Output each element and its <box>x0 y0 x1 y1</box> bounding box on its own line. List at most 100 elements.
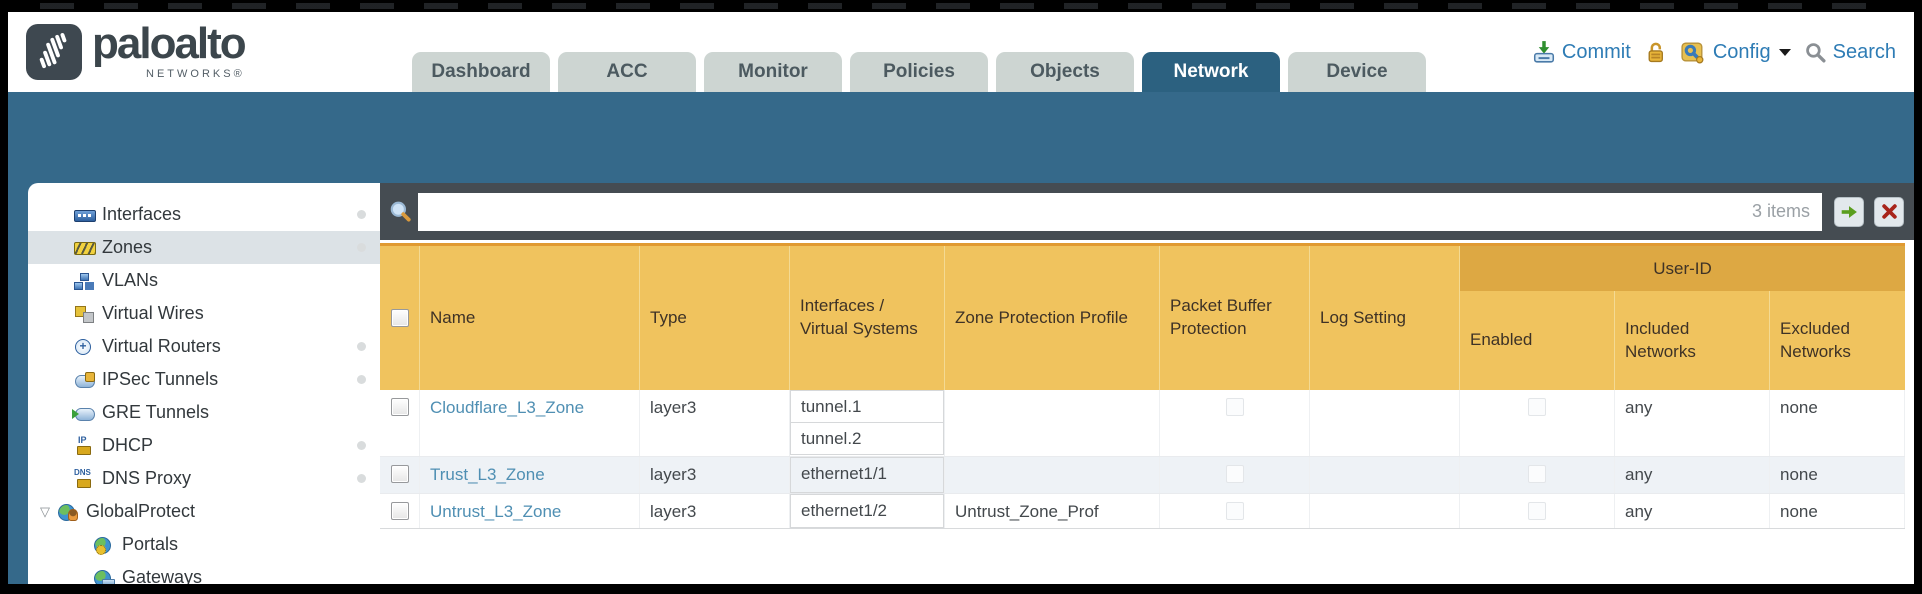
excluded-networks: none <box>1770 494 1905 528</box>
search-button[interactable]: Search <box>1804 41 1896 64</box>
zone-name-link[interactable]: Cloudflare_L3_Zone <box>420 390 640 456</box>
included-networks: any <box>1615 390 1770 456</box>
sidebar-item-globalprotect[interactable]: ▽ GlobalProtect <box>28 495 380 528</box>
sidebar-item-dns-proxy[interactable]: DNS Proxy <box>28 462 380 495</box>
filter-input[interactable] <box>418 192 1822 231</box>
user-id-group-header: User-ID <box>1460 246 1905 291</box>
brand-wordmark: paloalto <box>92 19 247 68</box>
tab-network[interactable]: Network <box>1142 52 1280 92</box>
zone-name-link[interactable]: Trust_L3_Zone <box>420 457 640 493</box>
table-row: Untrust_L3_Zone layer3 ethernet1/2 Untru… <box>380 493 1905 529</box>
user-id-enabled-checkbox[interactable] <box>1528 465 1546 483</box>
content-sidebar: Interfaces Zones VLANs Virtual Wires Vir… <box>28 183 380 584</box>
column-header-enabled[interactable]: Enabled <box>1460 291 1615 390</box>
user-id-enabled-checkbox[interactable] <box>1528 398 1546 416</box>
sidebar-item-vlans[interactable]: VLANs <box>28 264 380 297</box>
vlans-icon <box>74 272 94 290</box>
app-frame: ? Help <box>8 12 1914 584</box>
sidebar-item-virtual-routers[interactable]: Virtual Routers <box>28 330 380 363</box>
sidebar-item-virtual-wires[interactable]: Virtual Wires <box>28 297 380 330</box>
packet-buffer-protection-checkbox[interactable] <box>1225 398 1244 416</box>
zone-protection-profile: Untrust_Zone_Prof <box>945 494 1160 528</box>
user-id-column-group: User-ID Enabled Included Networks Exclud… <box>1460 246 1905 390</box>
sidebar-item-ipsec-tunnels[interactable]: IPSec Tunnels <box>28 363 380 396</box>
sidebar-item-gateways[interactable]: Gateways <box>28 561 380 584</box>
main-content: 3 items Name Type Interfaces / Virtual S… <box>380 183 1914 584</box>
tab-policies[interactable]: Policies <box>850 52 988 92</box>
sidebar-item-portals[interactable]: Portals <box>28 528 380 561</box>
column-header-interfaces[interactable]: Interfaces / Virtual Systems <box>790 246 945 390</box>
tab-dashboard[interactable]: Dashboard <box>412 52 550 92</box>
sidebar-item-label: Virtual Routers <box>102 336 221 356</box>
column-header-log-setting[interactable]: Log Setting <box>1310 246 1460 390</box>
interfaces-icon <box>74 207 96 223</box>
sidebar-item-label: DNS Proxy <box>102 468 192 488</box>
status-dot <box>357 210 366 219</box>
config-button[interactable]: Config <box>1680 40 1791 65</box>
row-checkbox[interactable] <box>390 465 409 483</box>
sidebar-item-label: GlobalProtect <box>86 501 196 521</box>
paloalto-logo-icon <box>26 24 82 80</box>
portals-icon <box>94 536 114 555</box>
select-all-checkbox[interactable] <box>390 309 409 327</box>
tab-objects[interactable]: Objects <box>996 52 1134 92</box>
filter-search-icon <box>388 200 412 224</box>
sidebar-item-interfaces[interactable]: Interfaces <box>28 198 380 231</box>
packet-buffer-protection-checkbox[interactable] <box>1225 502 1244 520</box>
packet-buffer-protection-checkbox[interactable] <box>1225 465 1244 483</box>
zone-type: layer3 <box>640 457 790 493</box>
included-networks: any <box>1615 494 1770 528</box>
tab-acc[interactable]: ACC <box>558 52 696 92</box>
row-checkbox[interactable] <box>390 502 409 520</box>
excluded-networks: none <box>1770 390 1905 456</box>
virtual-routers-icon <box>74 338 94 355</box>
row-checkbox[interactable] <box>390 398 409 416</box>
excluded-networks: none <box>1770 457 1905 493</box>
sidebar-item-label: Virtual Wires <box>102 303 204 323</box>
interface-value: tunnel.1 <box>790 390 944 423</box>
column-header-zone-protection-profile[interactable]: Zone Protection Profile <box>945 246 1160 390</box>
zones-icon <box>74 240 96 256</box>
sidebar-item-zones[interactable]: Zones <box>28 231 380 264</box>
sidebar-item-label: DHCP <box>102 435 154 455</box>
status-dot <box>357 441 366 450</box>
search-label: Search <box>1832 40 1896 63</box>
column-header-name[interactable]: Name <box>420 246 640 390</box>
table-row: Cloudflare_L3_Zone layer3 tunnel.1 tunne… <box>380 390 1905 456</box>
sidebar-item-dhcp[interactable]: DHCP <box>28 429 380 462</box>
commit-button[interactable]: Commit <box>1532 40 1631 64</box>
clear-filter-button[interactable] <box>1874 196 1904 227</box>
commit-label: Commit <box>1561 40 1631 63</box>
column-header-included-networks[interactable]: Included Networks <box>1615 291 1770 390</box>
expander-icon[interactable]: ▽ <box>40 503 50 519</box>
column-header-packet-buffer-protection[interactable]: Packet Buffer Protection <box>1160 246 1310 390</box>
gre-tunnels-icon <box>72 405 95 421</box>
log-setting <box>1310 494 1460 528</box>
sidebar-item-label: GRE Tunnels <box>102 402 210 422</box>
sidebar-item-label: VLANs <box>102 270 159 290</box>
zone-name-link[interactable]: Untrust_L3_Zone <box>420 494 640 528</box>
virtual-wires-icon <box>74 305 94 323</box>
table-row: Trust_L3_Zone layer3 ethernet1/1 any non… <box>380 456 1905 493</box>
dhcp-icon <box>74 435 94 455</box>
user-id-enabled-checkbox[interactable] <box>1528 502 1546 520</box>
status-dot <box>357 474 366 483</box>
gateways-icon <box>94 569 115 584</box>
config-label: Config <box>1712 40 1771 63</box>
tab-device[interactable]: Device <box>1288 52 1426 92</box>
sidebar-item-gre-tunnels[interactable]: GRE Tunnels <box>28 396 380 429</box>
interface-value: tunnel.2 <box>790 422 944 455</box>
sidebar-item-label: IPSec Tunnels <box>102 369 219 389</box>
filter-bar: 3 items <box>380 183 1914 240</box>
lock-icon[interactable] <box>1644 41 1667 64</box>
zone-interfaces: ethernet1/2 <box>790 494 945 528</box>
tab-monitor[interactable]: Monitor <box>704 52 842 92</box>
column-header-type[interactable]: Type <box>640 246 790 390</box>
interface-value: ethernet1/1 <box>790 457 944 493</box>
column-header-excluded-networks[interactable]: Excluded Networks <box>1780 318 1851 361</box>
apply-filter-button[interactable] <box>1834 196 1864 227</box>
log-setting <box>1310 457 1460 493</box>
sidebar-item-label: Interfaces <box>102 204 182 224</box>
zone-type: layer3 <box>640 494 790 528</box>
zones-table: Name Type Interfaces / Virtual Systems Z… <box>380 243 1905 529</box>
